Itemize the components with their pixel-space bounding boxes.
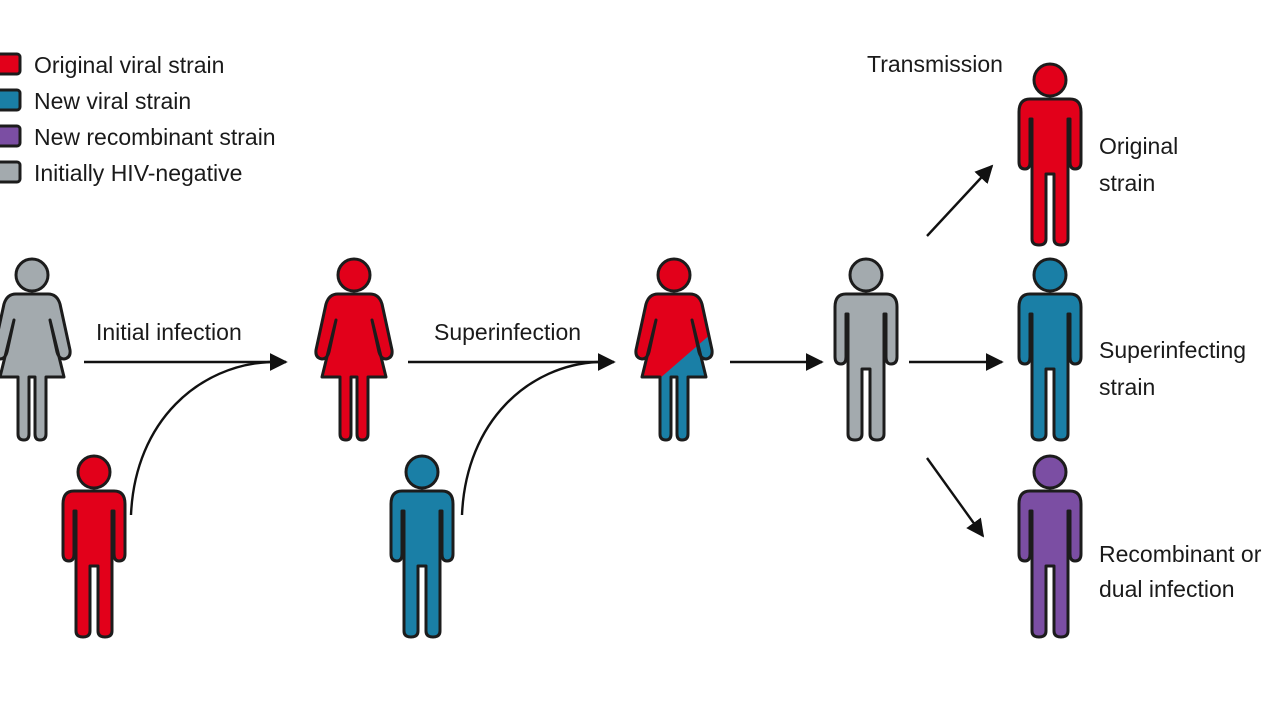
arrow-transmission-recombinant xyxy=(926,457,985,538)
labels: Initial infection Superinfection Transmi… xyxy=(96,51,1262,602)
legend-item-new: New viral strain xyxy=(0,88,191,114)
legend: Original viral strain New viral strain N… xyxy=(0,52,276,186)
label-superinfecting-strain-line2: strain xyxy=(1099,374,1155,400)
label-recombinant-line1: Recombinant or xyxy=(1099,541,1262,567)
label-recombinant-line2: dual infection xyxy=(1099,576,1235,602)
legend-swatch-recombinant xyxy=(0,124,22,148)
legend-label-negative: Initially HIV-negative xyxy=(34,160,242,186)
legend-item-negative: Initially HIV-negative xyxy=(0,160,242,186)
legend-swatch-new xyxy=(0,88,22,112)
legend-label-new: New viral strain xyxy=(34,88,191,114)
legend-item-original: Original viral strain xyxy=(0,52,224,78)
figure-outcome-recombinant xyxy=(1017,454,1083,639)
figures xyxy=(0,62,1083,639)
figure-outcome-original xyxy=(1017,62,1083,247)
figure-outcome-superinfecting xyxy=(1017,257,1083,442)
legend-swatch-original xyxy=(0,52,22,76)
legend-item-recombinant: New recombinant strain xyxy=(0,124,276,150)
figure-superinfected-woman xyxy=(634,257,714,442)
figure-original-strain-man xyxy=(61,454,127,639)
label-superinfection: Superinfection xyxy=(434,319,581,345)
arrow-superinfection-curve xyxy=(460,360,599,516)
label-superinfecting-strain-line1: Superinfecting xyxy=(1099,337,1246,363)
figure-infected-woman xyxy=(314,257,394,442)
label-initial-infection: Initial infection xyxy=(96,319,242,345)
arrow-transmission-original xyxy=(926,164,994,237)
figure-new-strain-man xyxy=(389,454,455,639)
arrow-initial-curve xyxy=(129,360,271,516)
arrows xyxy=(84,164,1004,538)
legend-label-original: Original viral strain xyxy=(34,52,224,78)
label-original-strain-line2: strain xyxy=(1099,170,1155,196)
legend-swatch-negative xyxy=(0,160,22,184)
figure-initially-negative-woman xyxy=(0,257,72,442)
legend-label-recombinant: New recombinant strain xyxy=(34,124,276,150)
label-original-strain-line1: Original xyxy=(1099,133,1178,159)
label-transmission: Transmission xyxy=(867,51,1003,77)
figure-partner-man xyxy=(833,257,899,442)
